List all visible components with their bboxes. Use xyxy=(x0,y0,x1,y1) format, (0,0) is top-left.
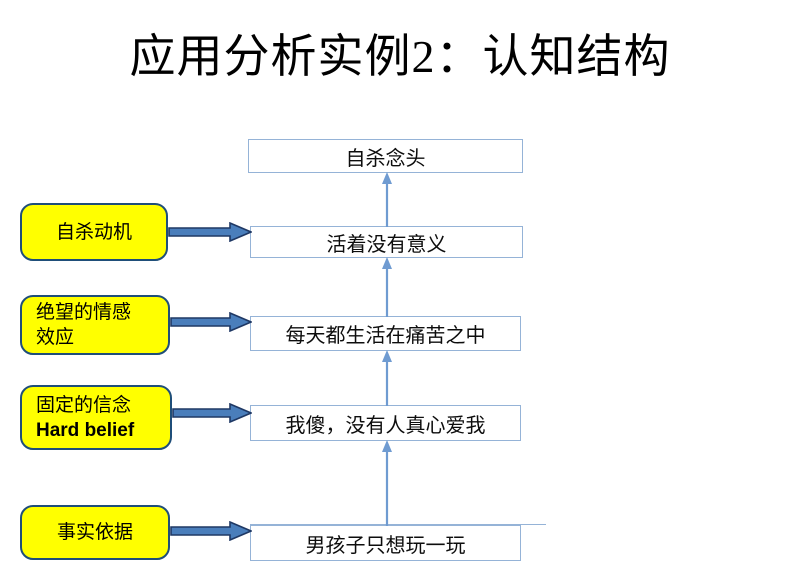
chain-box-label: 活着没有意义 xyxy=(326,233,447,256)
label-box-factual-basis: 事实依据 xyxy=(20,505,170,560)
chain-box-label: 我傻，没有人真心爱我 xyxy=(285,414,486,437)
chain-box-life-meaningless: 活着没有意义 xyxy=(250,226,523,258)
label-box-line1: 自杀动机 xyxy=(55,221,132,243)
chain-box-label: 男孩子只想玩一玩 xyxy=(305,534,466,557)
block-arrow-right-icon xyxy=(170,312,252,332)
label-box-suicidal-motive: 自杀动机 xyxy=(20,203,168,261)
connector-arrow-up-icon xyxy=(380,172,394,227)
label-box-line1: 事实依据 xyxy=(56,522,133,543)
divider-line xyxy=(250,524,546,525)
label-box-despair-emotion: 绝望的情感 效应 xyxy=(20,295,170,355)
label-box-line1: 绝望的情感 xyxy=(36,302,132,323)
block-arrow-right-icon xyxy=(170,521,252,541)
label-box-hard-belief: 固定的信念 Hard belief xyxy=(20,385,172,450)
chain-box-boy-just-playing: 男孩子只想玩一玩 xyxy=(250,525,521,561)
chain-box-label: 每天都生活在痛苦之中 xyxy=(285,325,486,347)
label-box-line1: 固定的信念 xyxy=(36,394,132,416)
chain-box-nobody-loves-me: 我傻，没有人真心爱我 xyxy=(250,405,521,441)
chain-box-suicidal-thought: 自杀念头 xyxy=(248,139,523,173)
connector-arrow-up-icon xyxy=(380,257,394,317)
block-arrow-right-icon xyxy=(172,403,252,423)
label-box-line2: Hard belief xyxy=(36,419,135,441)
page-title: 应用分析实例2：认知结构 xyxy=(129,31,671,82)
chain-box-daily-suffering: 每天都生活在痛苦之中 xyxy=(250,316,521,351)
connector-arrow-up-icon xyxy=(380,440,394,526)
block-arrow-right-icon xyxy=(168,222,252,242)
connector-arrow-up-icon xyxy=(380,350,394,406)
label-box-line2: 效应 xyxy=(36,327,75,348)
chain-box-label: 自杀念头 xyxy=(345,147,426,170)
